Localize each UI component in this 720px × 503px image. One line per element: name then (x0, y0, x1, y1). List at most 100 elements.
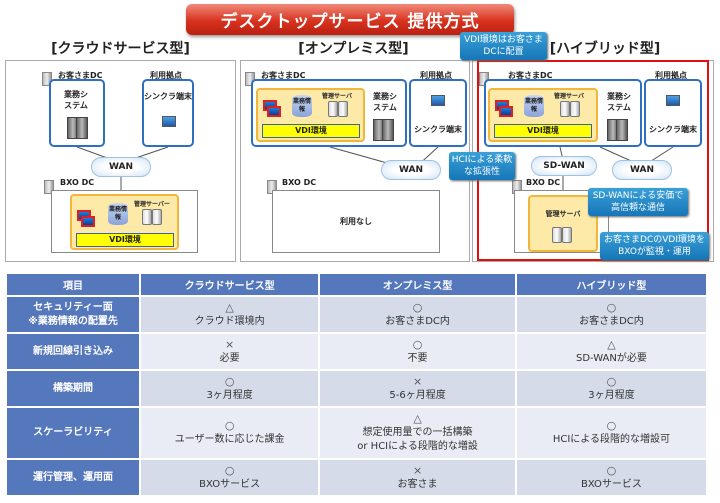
table-row: 構築期間○3ヶ月程度×5-6ヶ月程度○3ヶ月程度 (7, 371, 706, 406)
business-info-db: 業務情報 (524, 95, 544, 117)
table-cell: ○ HCIによる段階的な増設可 (516, 408, 706, 458)
server-rack-icon (373, 119, 394, 145)
terminal-label: シンクラ端末 (649, 125, 697, 134)
rating-mark: ○ (224, 463, 235, 477)
site-label: 利用拠点 (655, 71, 687, 80)
callout-vdi-location: VDI環境はお客さまDCに配置 (460, 32, 547, 60)
rating-mark: ○ (412, 337, 423, 351)
vdi-bar: VDI環境 (494, 124, 592, 138)
customer-dc-label: お客さまDC (58, 71, 103, 80)
mgmt-server-label: 管理サーバ (554, 93, 584, 100)
vdi-group: 業務情報 管理サーバ VDI環境 (256, 88, 365, 142)
table-cell: ○3ヶ月程度 (141, 371, 319, 406)
header-item: 項目 (7, 274, 139, 295)
customer-dc-box: 業務システム (49, 79, 105, 147)
cell-text: HCIによる段階的な増設可 (552, 434, 670, 445)
cell-text: 3ヶ月程度 (588, 389, 635, 401)
system-label: 業務システム (607, 92, 631, 112)
cell-text: お客さま (397, 478, 438, 490)
vdi-group: 業務情報 管理サーバー VDI環境 (70, 194, 179, 250)
cell-text: お客さまDC内 (385, 315, 450, 327)
bxo-mgmt-group: 管理サーバ (528, 195, 598, 252)
desktop-icon (81, 212, 95, 231)
row-item: 構築期間 (7, 371, 139, 406)
pc-icon (162, 112, 192, 131)
desktop-icon (499, 102, 513, 121)
table-cell: △ 想定使用量での一括構築 or HCIによる段階的な増設 (320, 408, 515, 458)
site-box: シンクラ端末 (644, 79, 702, 147)
site-label: 利用拠点 (420, 71, 452, 80)
cell-text: 想定使用量での一括構築 or HCIによる段階的な増設 (357, 427, 478, 452)
table-cell: ○3ヶ月程度 (516, 371, 706, 406)
mgmt-server-label: 管理サーバ (545, 210, 581, 218)
server-icon (552, 227, 596, 247)
server-icon (560, 101, 580, 121)
table-cell: ○ ユーザー数に応じた課金 (141, 408, 319, 458)
table-cell: ○BXOサービス (516, 460, 706, 495)
rating-mark: ○ (224, 419, 235, 432)
rating-mark: ○ (606, 300, 617, 314)
cell-text: 5-6ヶ月程度 (389, 389, 446, 401)
cell-text: クラウド環境内 (194, 315, 265, 327)
table-row: スケーラビリティ ○ ユーザー数に応じた課金 △ 想定使用量での一括構築 or HCIに… (7, 408, 706, 458)
table-cell: ×必要 (141, 334, 319, 369)
rating-mark: ○ (606, 419, 617, 432)
vdi-group: 業務情報 管理サーバ VDI環境 (488, 88, 598, 142)
comparison-table: 項目 クラウドサービス型 オンプレミス型 ハイブリッド型 セキュリティー面 ※業… (5, 272, 708, 497)
sdwan-cloud: SD-WAN (531, 156, 597, 176)
bxo-dc-label: BXO DC (282, 178, 317, 187)
cell-text: ユーザー数に応じた課金 (174, 434, 285, 445)
vdi-bar: VDI環境 (76, 233, 174, 247)
table-cell: ○BXOサービス (141, 460, 319, 495)
cell-text: BXOサービス (580, 478, 642, 490)
row-item: スケーラビリティ (7, 408, 139, 458)
rating-mark: △ (413, 412, 422, 425)
business-info-db: 業務情報 (108, 203, 128, 225)
customer-dc-label: お客さまDC (261, 71, 306, 80)
server-icon (142, 209, 162, 229)
callout-hci: HCIによる柔軟な拡張性 (449, 152, 515, 180)
pc-icon (431, 91, 465, 110)
callout-sdwan: SD-WANによる安価で高信頼な通信 (588, 188, 688, 216)
callout-monitor: お客さまDCのVDI環境をBXOが監視・運用 (600, 232, 709, 260)
table-cell: ○不要 (320, 334, 515, 369)
mgmt-server-label: 管理サーバ (322, 93, 352, 100)
wan-cloud: WAN (381, 160, 441, 180)
table-cell: ×5-6ヶ月程度 (320, 371, 515, 406)
mgmt-server-label: 管理サーバー (134, 201, 170, 208)
page-title: デスクトップサービス 提供方式 (186, 4, 514, 35)
server-rack-icon (607, 119, 628, 145)
rating-mark: × (225, 337, 235, 351)
vdi-bar: VDI環境 (262, 124, 360, 138)
wan-cloud: WAN (91, 157, 151, 177)
server-rack-icon (67, 117, 103, 143)
business-info-db: 業務情報 (292, 95, 312, 117)
unused-label: 利用なし (340, 217, 372, 226)
table-cell: △SD-WANが必要 (516, 334, 706, 369)
system-label: 業務システム (64, 90, 88, 110)
site-label: 利用拠点 (150, 71, 182, 80)
server-icon (328, 101, 348, 121)
rating-mark: ○ (224, 374, 235, 388)
bxo-dc-label: BXO DC (60, 178, 95, 187)
rating-mark: △ (607, 337, 616, 351)
table-row: セキュリティー面 ※業務情報の配置先△クラウド環境内○お客さまDC内○お客さまD… (7, 297, 706, 332)
wan-cloud: WAN (612, 160, 672, 180)
building-icon (44, 180, 54, 194)
bxo-dc-label: BXO DC (526, 178, 561, 187)
rating-mark: ○ (412, 300, 423, 314)
system-label: 業務システム (373, 92, 397, 112)
terminal-label: シンクラ端末 (414, 125, 462, 134)
cell-text: 不要 (407, 352, 428, 364)
row-item: 運行管理、運用面 (7, 460, 139, 495)
site-box: シンクラ端末 (409, 79, 467, 147)
pc-icon (666, 91, 700, 110)
desktop-icon (267, 102, 281, 121)
cell-text: BXOサービス (199, 478, 261, 490)
header-cloud: クラウドサービス型 (141, 274, 319, 295)
rating-mark: △ (225, 300, 234, 314)
site-box: シンクラ端末 (142, 79, 194, 147)
table-row: 運行管理、運用面○BXOサービス×お客さま○BXOサービス (7, 460, 706, 495)
rating-mark: ○ (606, 463, 617, 477)
table-cell: ×お客さま (320, 460, 515, 495)
